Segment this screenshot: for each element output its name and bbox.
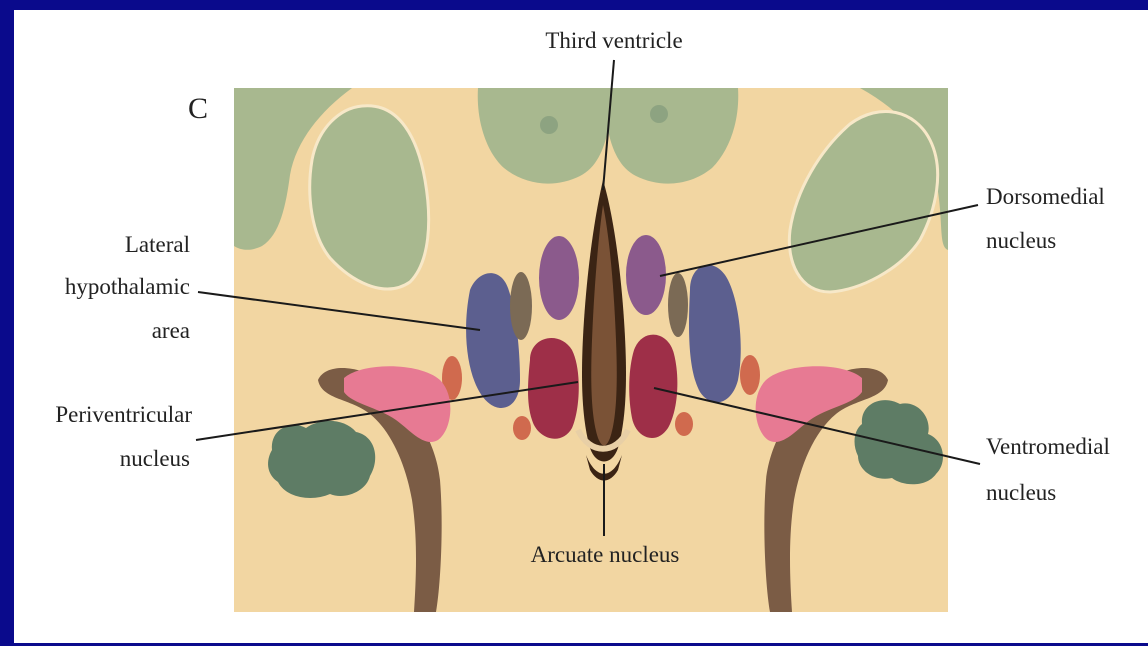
fornix-right xyxy=(668,273,688,337)
label-third-ventricle: Third ventricle xyxy=(520,26,708,56)
dorsomedial-left xyxy=(539,236,579,320)
label-ventromedial-line2: nucleus xyxy=(986,478,1056,508)
fornix-left xyxy=(510,272,532,340)
label-dorsomedial-line2: nucleus xyxy=(986,226,1056,256)
small-nucleus-right-1 xyxy=(740,355,760,395)
label-arcuate: Arcuate nucleus xyxy=(500,540,710,570)
small-nucleus-left-2 xyxy=(513,416,531,440)
label-dorsomedial-line1: Dorsomedial xyxy=(986,182,1105,212)
right-column-dot xyxy=(650,105,668,123)
label-periventricular-line1: Periventricular xyxy=(2,400,192,430)
label-lateral-line2: hypothalamic xyxy=(10,272,190,302)
ventromedial-right xyxy=(629,335,677,438)
label-periventricular-line2: nucleus xyxy=(40,444,190,474)
panel-letter: C xyxy=(188,92,208,126)
small-nucleus-right-2 xyxy=(675,412,693,436)
label-ventromedial-line1: Ventromedial xyxy=(986,432,1110,462)
left-column-dot xyxy=(540,116,558,134)
label-lateral-line3: area xyxy=(40,316,190,346)
label-lateral-line1: Lateral xyxy=(40,230,190,260)
